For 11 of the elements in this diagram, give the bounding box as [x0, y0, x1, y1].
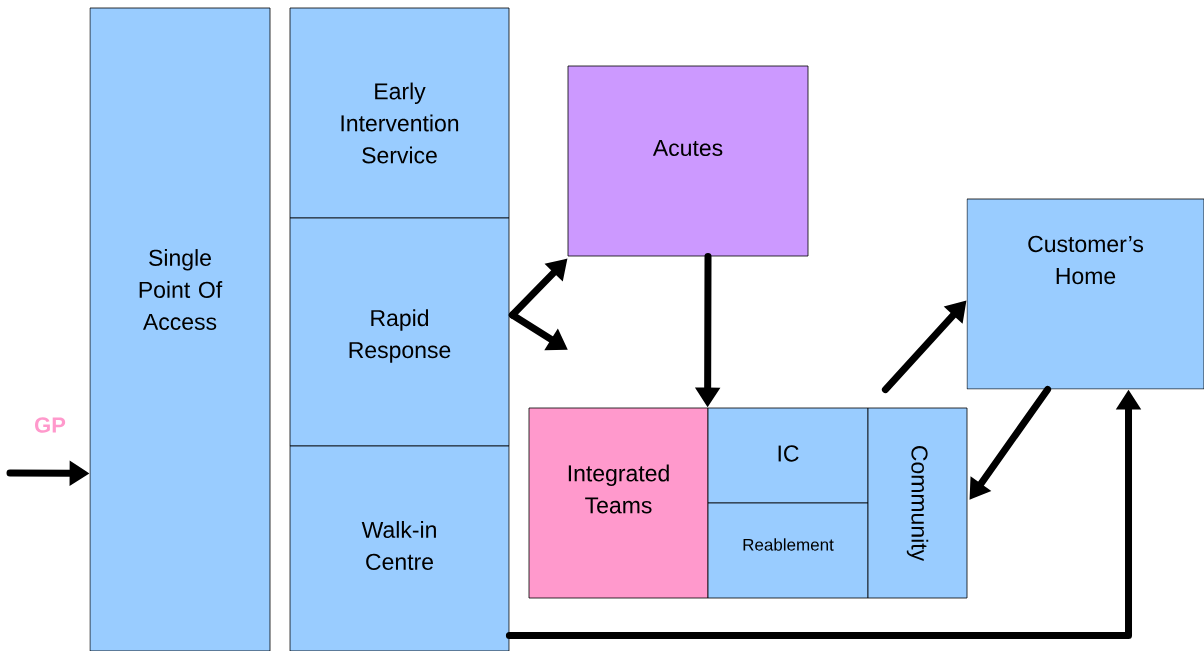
- box: Rapid Response: [289, 217, 510, 447]
- box: Early Intervention Service: [289, 7, 510, 219]
- box: Single Point Of Access: [89, 7, 271, 651]
- box: Walk-in Centre: [289, 445, 510, 651]
- box: IC: [707, 407, 869, 504]
- box: Customer’s Home: [966, 198, 1204, 390]
- box: Integrated Teams: [528, 407, 709, 599]
- box: Acutes: [567, 65, 809, 257]
- box: Community: [867, 407, 968, 599]
- edge-label: GP: [35, 417, 66, 433]
- box: Reablement: [707, 502, 869, 599]
